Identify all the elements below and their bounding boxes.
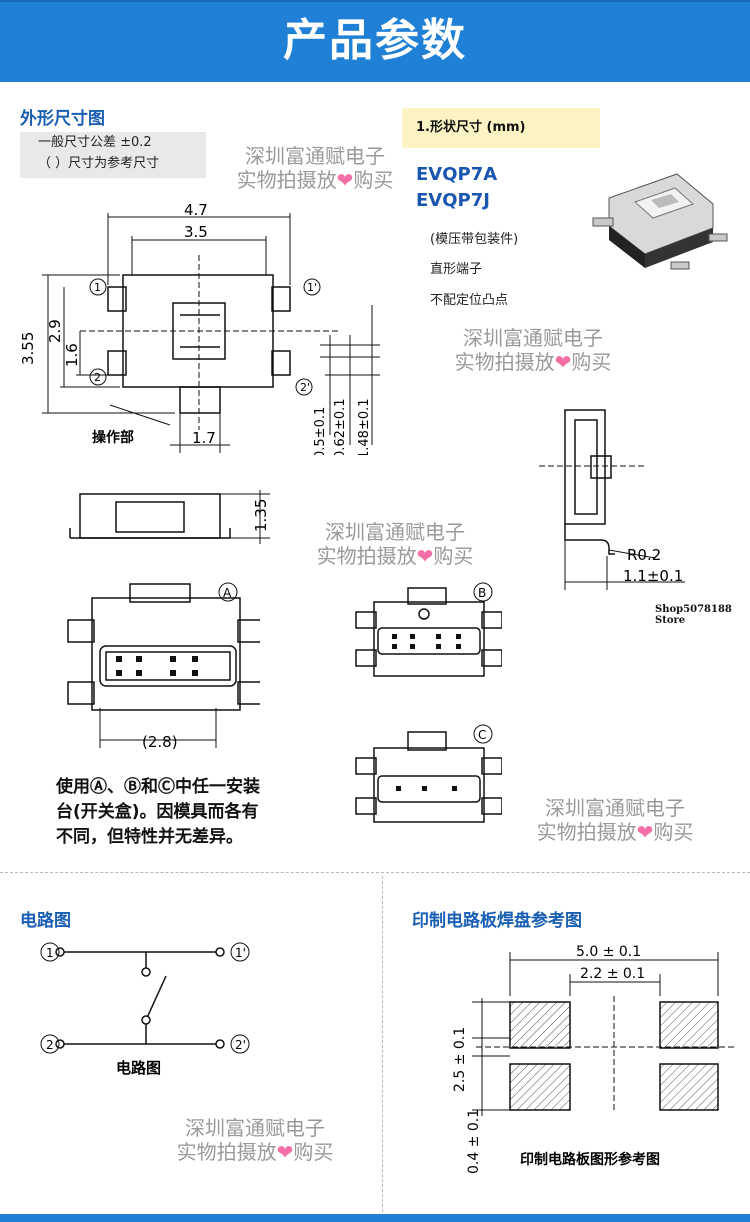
watermark: 深圳富通赋电子 实物拍摄放❤购买 (438, 326, 628, 374)
note-line: 不同，但特性并无差异。 (56, 827, 243, 847)
actuator-label: 操作部 (92, 429, 134, 446)
tolerance-note: 一般尺寸公差 ±0.2 （ ）尺寸为参考尺寸 (20, 132, 206, 178)
heart-icon: ❤ (636, 820, 654, 844)
watermark: 深圳富通赋电子 实物拍摄放❤购买 (220, 144, 410, 192)
dim-2-9: 2.9 (46, 319, 64, 343)
shape-header-text: 1.形状尺寸 (mm) (416, 120, 526, 135)
watermark-line: 深圳富通赋电子 (245, 144, 385, 168)
heart-icon: ❤ (554, 350, 572, 374)
reference-line: （ ）尺寸为参考尺寸 (38, 156, 160, 171)
dims-title: 外形尺寸图 (20, 109, 105, 129)
option-c-drawing: C (355, 724, 502, 823)
feature-terminal: 直形端子 (430, 262, 483, 277)
watermark-line: 购买 (433, 544, 474, 568)
watermark-line: 实物拍摄放 (454, 350, 555, 374)
heart-icon: ❤ (276, 1140, 294, 1164)
model-a: EVQP7A (416, 164, 498, 185)
watermark-line: 实物拍摄放 (176, 1140, 277, 1164)
dim-2-5: 2.5 ± 0.1 (452, 1027, 468, 1092)
heart-icon: ❤ (336, 168, 354, 192)
pcb-diagram: 5.0 ± 0.1 2.2 ± 0.1 2.5 ± 0.1 0.4 ± 0.1 … (452, 944, 736, 1174)
model-j: EVQP7J (416, 190, 490, 211)
profile-view-drawing: R0.2 1.1±0.1 (539, 409, 685, 590)
dim-r0-2: R0.2 (627, 546, 661, 564)
mounting-note: 使用Ⓐ、Ⓑ和Ⓒ中任一安装 台(开关盒)。因模具而各有 不同，但特性并无差异。 (56, 775, 356, 850)
option-a-drawing: (2.8) A (67, 582, 260, 750)
pin-2p-label: 2' (300, 381, 310, 394)
circuit-pin-1: 1 (46, 946, 54, 960)
watermark-line: 深圳富通赋电子 (463, 326, 603, 350)
watermark-line: 深圳富通赋电子 (325, 520, 465, 544)
dim-2-8: (2.8) (142, 733, 178, 750)
circuit-pin-2: 2 (46, 1038, 54, 1052)
option-b-drawing: B (355, 582, 502, 677)
side-view-drawing: 1.35 (69, 490, 270, 544)
watermark: 深圳富通赋电子 实物拍摄放❤购买 (520, 796, 710, 844)
pcb-title: 印制电路板焊盘参考图 (412, 911, 582, 931)
product-photo (592, 173, 728, 270)
footer-bar (0, 1214, 750, 1222)
watermark: 深圳富通赋电子 实物拍摄放❤购买 (300, 520, 490, 568)
pcb-caption: 印制电路板图形参考图 (520, 1151, 660, 1168)
pin-1p-label: 1' (307, 281, 317, 294)
dim-5-0: 5.0 ± 0.1 (576, 944, 641, 960)
dim-3-5: 3.5 (184, 223, 208, 241)
dim-1-7: 1.7 (192, 429, 216, 447)
section-divider (0, 872, 750, 873)
pin-1-label: 1 (94, 281, 101, 294)
circuit-title: 电路图 (20, 911, 71, 931)
watermark-line: 实物拍摄放 (316, 544, 417, 568)
dim-2-2: 2.2 ± 0.1 (580, 966, 645, 982)
dim-3-55: 3.55 (20, 332, 37, 365)
watermark-line: 购买 (353, 168, 394, 192)
header-banner (0, 0, 750, 82)
dim-4-7: 4.7 (184, 201, 208, 219)
circuit-pin-1p: 1' (235, 946, 246, 960)
dim-0-5: 0.5±0.1 (313, 407, 328, 455)
watermark-line: 深圳富通赋电子 (185, 1116, 325, 1140)
watermark-line: 深圳富通赋电子 (545, 796, 685, 820)
shape-header: 1.形状尺寸 (mm) (402, 108, 600, 148)
watermark-line: 实物拍摄放 (536, 820, 637, 844)
watermark-line: 购买 (653, 820, 694, 844)
top-view-drawing: 4.7 3.5 3.55 2.9 1.6 1.7 0.5±0.1 0.62±0.… (20, 201, 380, 455)
note-line: 使用Ⓐ、Ⓑ和Ⓒ中任一安装 (56, 777, 260, 797)
watermark: 深圳富通赋电子 实物拍摄放❤购买 (160, 1116, 350, 1164)
column-divider (382, 876, 383, 1212)
feature-boss: 不配定位凸点 (430, 293, 509, 308)
dim-0-4: 0.4 ± 0.1 (466, 1109, 482, 1174)
pin-2-label: 2 (94, 371, 101, 384)
option-a-label: A (223, 586, 232, 600)
page-title: 产品参数 (283, 15, 467, 66)
circuit-pin-2p: 2' (235, 1038, 246, 1052)
circuit-diagram: 1 1' 2 2' 电路图 (40, 942, 250, 1077)
dim-1-35: 1.35 (252, 499, 270, 532)
watermark-line: 购买 (571, 350, 612, 374)
note-line: 台(开关盒)。因模具而各有 (56, 802, 259, 822)
watermark-line: 购买 (293, 1140, 334, 1164)
dim-1-1: 1.1±0.1 (623, 567, 683, 585)
dim-1-48: 1.48±0.1 (357, 398, 372, 455)
dim-1-6: 1.6 (63, 343, 81, 367)
circuit-caption: 电路图 (116, 1059, 161, 1077)
store-label: Shop5078188 Store (655, 604, 732, 626)
dim-0-62: 0.62±0.1 (333, 398, 348, 455)
option-c-label: C (478, 728, 486, 742)
feature-packaging: (模压带包装件) (430, 232, 519, 247)
heart-icon: ❤ (416, 544, 434, 568)
tolerance-line: 一般尺寸公差 ±0.2 (38, 135, 152, 150)
watermark-line: 实物拍摄放 (236, 168, 337, 192)
option-b-label: B (478, 586, 486, 600)
